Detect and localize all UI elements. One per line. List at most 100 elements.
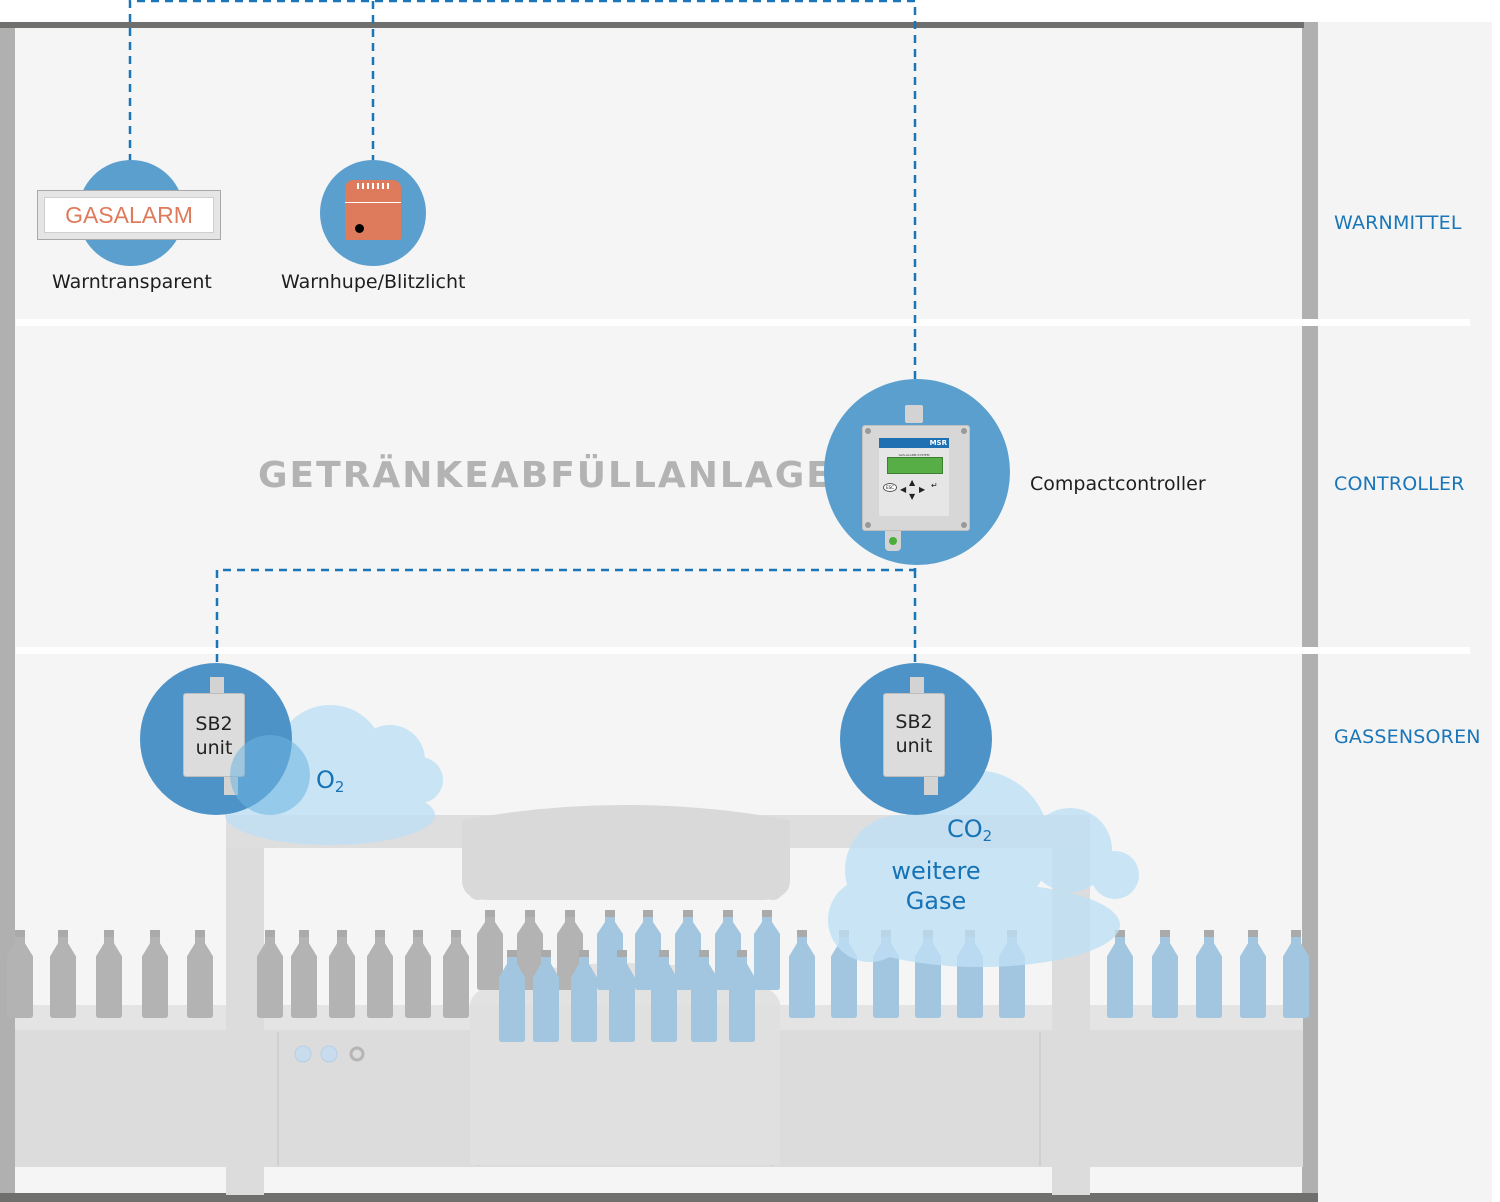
cable-gland-bottom bbox=[885, 531, 901, 551]
other-gases-line1: weitere bbox=[891, 857, 981, 885]
bottle bbox=[405, 930, 431, 1018]
bottle-cap bbox=[565, 910, 575, 917]
bottle bbox=[50, 930, 76, 1018]
bottle-cap bbox=[525, 910, 535, 917]
bottle bbox=[729, 950, 755, 1042]
sb2-line2: unit bbox=[195, 737, 233, 759]
controller-front-panel: MSR GAS-ALARM-SYSTEM ESC ▲ ◀ ▶ ▼ ↵ bbox=[879, 438, 949, 516]
brand-bar: MSR bbox=[879, 438, 949, 448]
bottle-cap bbox=[1115, 930, 1125, 937]
zone-label-controller: CONTROLLER bbox=[1334, 473, 1465, 495]
strobe-dot bbox=[355, 224, 364, 233]
bottle-cap bbox=[195, 930, 205, 937]
bottle bbox=[443, 930, 469, 1018]
bottle-cap bbox=[451, 930, 461, 937]
bottle bbox=[329, 930, 355, 1018]
bottle bbox=[609, 950, 635, 1042]
controller-label: Compactcontroller bbox=[1030, 473, 1206, 495]
sb2-line1: SB2 bbox=[895, 711, 933, 733]
floor-line bbox=[0, 1193, 1318, 1202]
bottle-cap bbox=[337, 930, 347, 937]
bottle-cap bbox=[265, 930, 275, 937]
warnhupe-label: Warnhupe/Blitzlicht bbox=[281, 271, 466, 293]
bottle bbox=[517, 910, 543, 990]
bottle bbox=[96, 930, 122, 1018]
sb2-unit-co2: SB2 unit bbox=[883, 693, 945, 777]
warnhupe-circle[interactable] bbox=[320, 160, 426, 266]
machine-button-blue bbox=[320, 1045, 338, 1063]
esc-button[interactable]: ESC bbox=[883, 483, 897, 492]
bottle bbox=[499, 950, 525, 1042]
bottle-cap bbox=[507, 950, 517, 957]
controller-device: MSR GAS-ALARM-SYSTEM ESC ▲ ◀ ▶ ▼ ↵ bbox=[862, 425, 970, 531]
bottle-cap bbox=[1204, 930, 1214, 937]
bottle bbox=[1107, 930, 1133, 1018]
sb2-line2: unit bbox=[895, 735, 933, 757]
right-wall bbox=[1302, 22, 1318, 1202]
bottle-cap bbox=[375, 930, 385, 937]
arrow-right-button[interactable]: ▶ bbox=[919, 485, 926, 494]
bottle-cap bbox=[737, 950, 747, 957]
bottle bbox=[477, 910, 503, 990]
brand-logo: MSR bbox=[929, 439, 947, 447]
gasalarm-text: GASALARM bbox=[44, 197, 214, 233]
horn-strobe-icon bbox=[345, 180, 401, 240]
bottle-cap bbox=[1291, 930, 1301, 937]
bottle bbox=[651, 950, 677, 1042]
bottle bbox=[675, 910, 701, 990]
bottle bbox=[571, 950, 597, 1042]
status-led bbox=[889, 537, 897, 545]
bottle bbox=[754, 910, 780, 990]
filler-foot bbox=[468, 880, 488, 900]
zone-label-gassensoren: GASSENSOREN bbox=[1334, 726, 1481, 748]
zone-label-panel bbox=[1318, 22, 1492, 1202]
warntransparent-label: Warntransparent bbox=[52, 271, 212, 293]
connection-line-warntransparent bbox=[128, 0, 917, 405]
bottle-cap bbox=[605, 910, 615, 917]
bottle-cap bbox=[150, 930, 160, 937]
arrow-left-button[interactable]: ◀ bbox=[900, 485, 907, 494]
bottle-group bbox=[7, 910, 1309, 1042]
gasalarm-sign[interactable]: GASALARM bbox=[37, 190, 221, 240]
bottle-cap bbox=[413, 930, 423, 937]
other-gases-line2: Gase bbox=[905, 887, 967, 915]
bottle-cap bbox=[643, 910, 653, 917]
gas-subscript: 2 bbox=[982, 827, 993, 845]
bottle bbox=[257, 930, 283, 1018]
roof-line bbox=[0, 22, 1304, 28]
sensor-co2-circle[interactable]: SB2 unit bbox=[840, 663, 992, 815]
bottle-cap bbox=[797, 930, 807, 937]
bottle bbox=[1152, 930, 1178, 1018]
bottle-cap bbox=[541, 950, 551, 957]
gas-subscript: 2 bbox=[334, 778, 345, 796]
bottle bbox=[1240, 930, 1266, 1018]
bottle-cap bbox=[683, 910, 693, 917]
zone-divider bbox=[16, 647, 1470, 654]
bottle-cap bbox=[762, 910, 772, 917]
gas-co2-label: CO2 bbox=[947, 815, 992, 845]
lcd-display bbox=[887, 457, 943, 474]
enter-button[interactable]: ↵ bbox=[931, 481, 938, 490]
sb2-line1: SB2 bbox=[195, 713, 233, 735]
filler-head bbox=[462, 805, 790, 900]
arrow-up-button[interactable]: ▲ bbox=[909, 478, 916, 487]
cloud-overlap-o2 bbox=[230, 735, 310, 815]
bottle bbox=[635, 910, 661, 990]
zone-label-warnmittel: WARNMITTEL bbox=[1334, 212, 1462, 234]
zone-divider bbox=[16, 319, 1470, 326]
bottle-cap bbox=[485, 910, 495, 917]
gas-base: CO bbox=[947, 815, 983, 843]
gas-base: O bbox=[316, 766, 335, 794]
screen-caption: GAS-ALARM-SYSTEM bbox=[898, 453, 930, 457]
arrow-down-button[interactable]: ▼ bbox=[909, 492, 916, 501]
bottle-cap bbox=[617, 950, 627, 957]
bottle bbox=[691, 950, 717, 1042]
connection-line-sensor-o2 bbox=[215, 540, 917, 680]
bottle-cap bbox=[659, 950, 669, 957]
bottle-cap bbox=[58, 930, 68, 937]
controller-circle[interactable]: MSR GAS-ALARM-SYSTEM ESC ▲ ◀ ▶ ▼ ↵ bbox=[824, 379, 1010, 565]
machine-button-gray bbox=[349, 1046, 365, 1062]
